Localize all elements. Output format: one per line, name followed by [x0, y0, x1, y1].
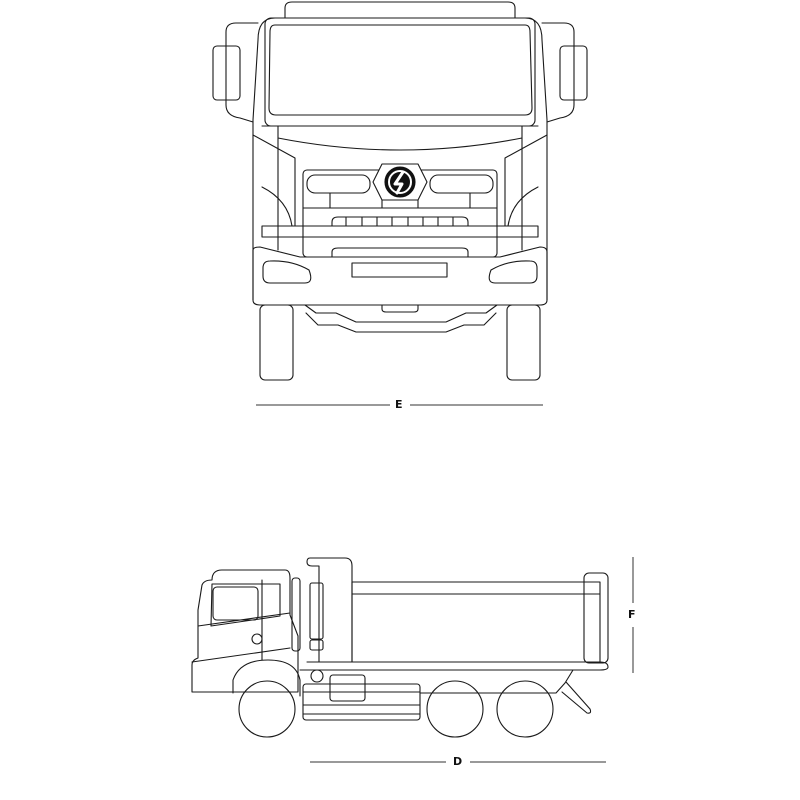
roof-cap — [284, 1, 516, 19]
right-mirror-arm — [541, 22, 575, 123]
right-headlight — [488, 260, 538, 284]
fuel-tank — [302, 683, 421, 721]
rear-wheel-2 — [496, 680, 554, 738]
left-headlight — [262, 260, 312, 284]
rear-wheel-1 — [426, 680, 484, 738]
right-front-tire — [506, 304, 541, 381]
license-plate — [351, 262, 448, 278]
dimension-label-d: D — [451, 755, 465, 768]
vents — [331, 216, 469, 227]
cab-body — [191, 569, 299, 693]
cab-outline — [252, 17, 548, 301]
bull-bar — [261, 225, 539, 238]
side-view-truck — [191, 557, 609, 738]
dump-headboard — [306, 557, 353, 663]
front-view-truck — [212, 1, 588, 381]
windshield — [268, 24, 533, 116]
body-sill — [306, 661, 609, 671]
hood-line — [277, 137, 523, 151]
front-wheel — [238, 680, 296, 738]
bumper — [252, 246, 548, 306]
front-fender — [232, 659, 301, 697]
left-mirror-arm — [225, 22, 259, 123]
left-mirror — [212, 45, 241, 101]
battery-box — [329, 674, 366, 702]
left-front-tire — [259, 304, 294, 381]
windshield-frame — [264, 17, 536, 127]
chassis — [299, 669, 574, 694]
skid-plate — [304, 304, 498, 333]
tail-strut — [561, 681, 592, 714]
cab-window — [212, 586, 259, 621]
tailgate — [583, 572, 609, 664]
right-mirror — [559, 45, 588, 101]
dimension-label-e: E — [393, 398, 405, 411]
dimension-label-f: F — [626, 608, 638, 621]
